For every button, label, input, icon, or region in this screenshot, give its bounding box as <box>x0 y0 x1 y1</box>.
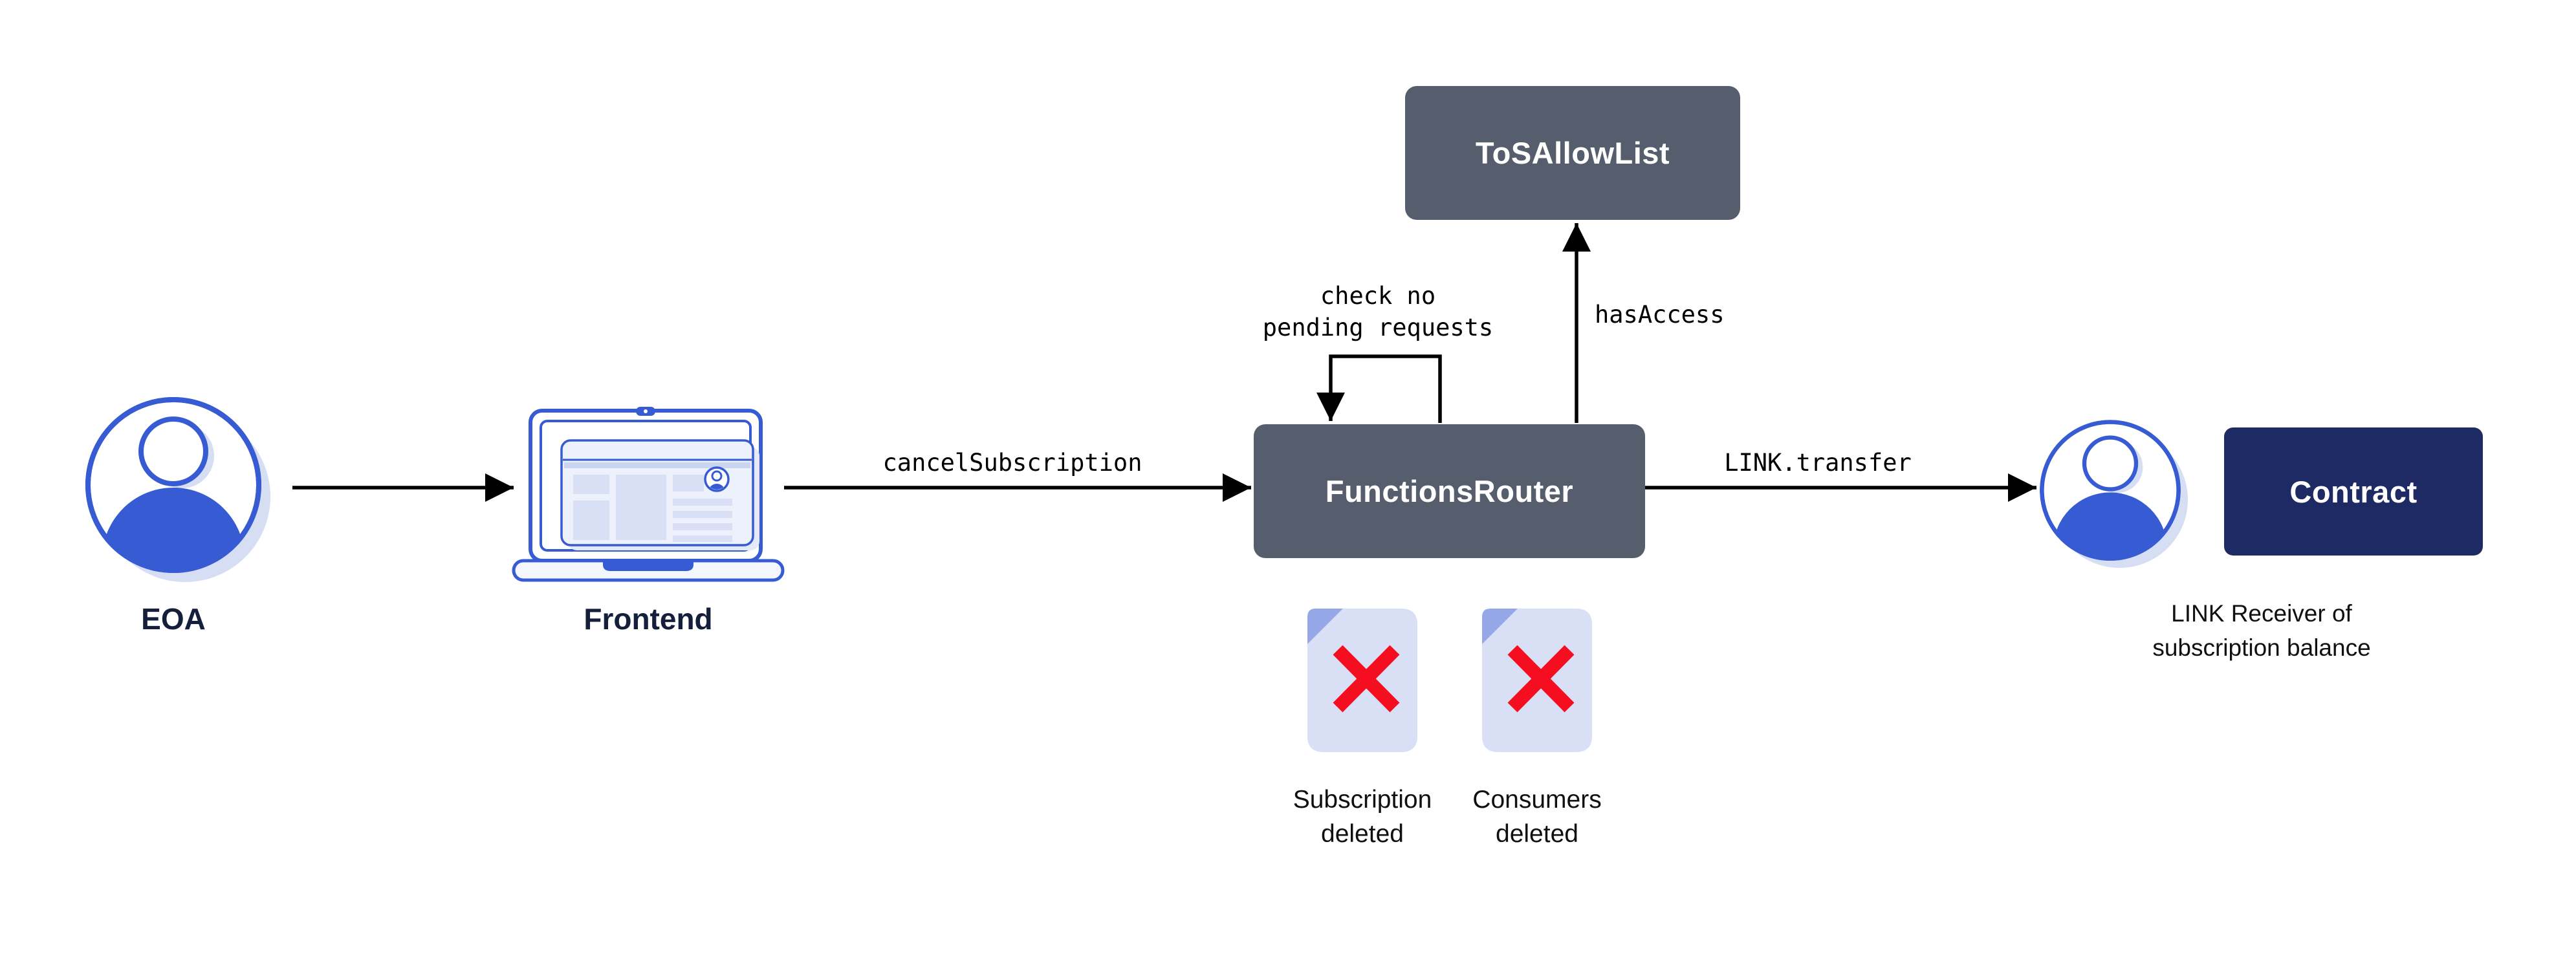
cancel-subscription-edge-label: cancelSubscription <box>882 449 1142 477</box>
consumers-deleted-label: Consumers deleted <box>1472 786 1602 848</box>
functions-router-label: FunctionsRouter <box>1325 474 1574 508</box>
check-no-pending-requests-edge-label: check no pending requests <box>1262 282 1494 341</box>
eoa-user-avatar-icon <box>85 397 270 582</box>
contract-box: Contract <box>2224 427 2483 556</box>
eoa-label: EOA <box>141 602 206 636</box>
contract-label: Contract <box>2289 474 2418 509</box>
red-x-icon <box>1333 645 1400 713</box>
laptop-icon <box>512 407 785 582</box>
link-receiver-user-avatar-icon <box>2040 420 2188 568</box>
has-access-edge-label: hasAccess <box>1595 301 1725 329</box>
laptop-mini-avatar-icon <box>704 466 730 492</box>
frontend-label: Frontend <box>584 602 713 636</box>
functions-router-box: FunctionsRouter <box>1254 424 1645 558</box>
consumers-deleted-document-icon <box>1482 609 1592 752</box>
link-transfer-edge-label: LINK.transfer <box>1724 449 1912 477</box>
arrow-router-self-loop <box>1316 354 1442 423</box>
red-x-icon <box>1507 645 1575 713</box>
subscription-deleted-label: Subscription deleted <box>1293 786 1432 848</box>
subscription-deleted-document-icon <box>1307 609 1417 752</box>
tos-allow-list-box: ToSAllowList <box>1405 86 1740 220</box>
tos-allow-list-label: ToSAllowList <box>1475 136 1670 170</box>
link-receiver-caption: LINK Receiver of subscription balance <box>2152 600 2371 661</box>
